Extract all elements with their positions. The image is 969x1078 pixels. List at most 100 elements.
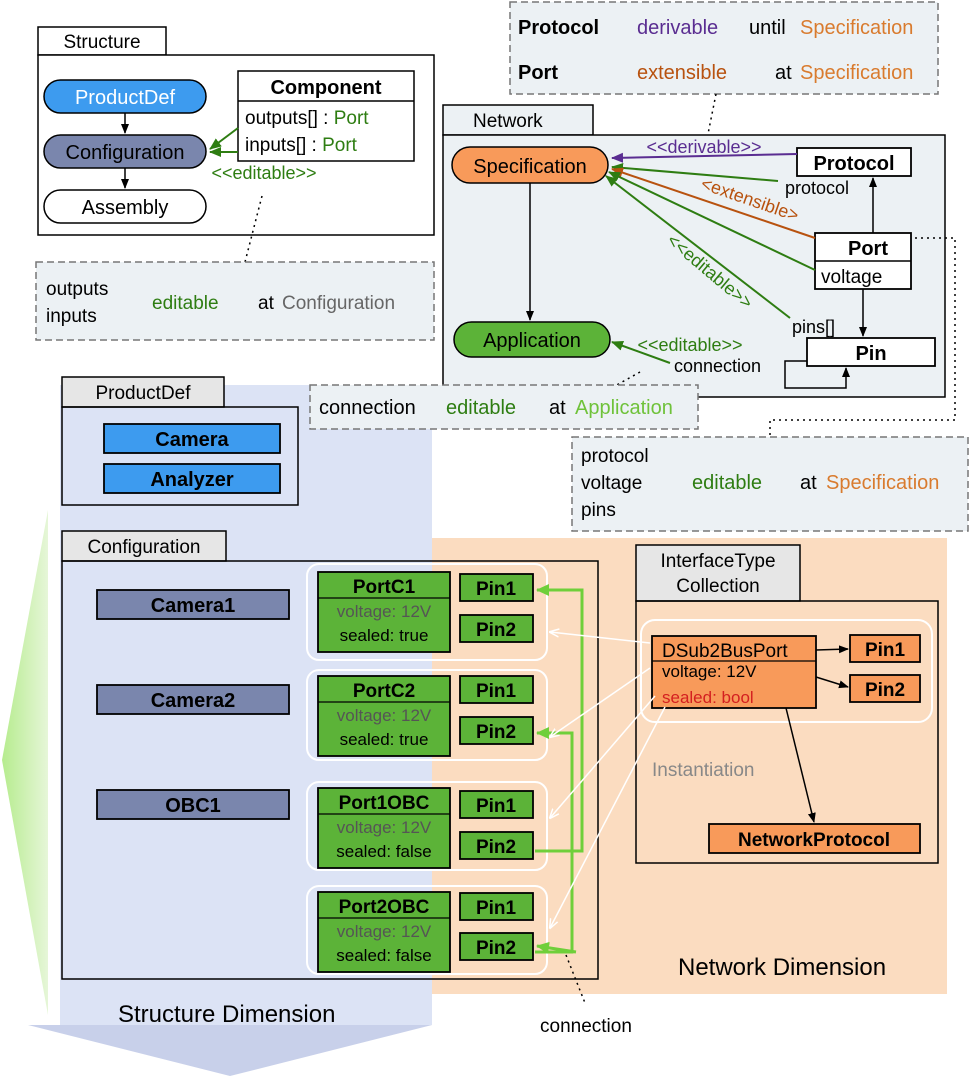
port-note-level: Specification (800, 62, 913, 84)
connection-note: connection editable at Application (309, 384, 699, 430)
port-instance-sealed: sealed: false (336, 946, 431, 965)
connection-note-name: connection (319, 397, 416, 419)
pin2-instance[interactable] (459, 614, 534, 643)
port-group: Port2OBC voltage: 12V sealed: false Pin1… (306, 885, 548, 975)
camera2-device[interactable] (96, 684, 290, 715)
pin2-instance[interactable] (459, 932, 534, 961)
component-inputs-label: inputs[] : (245, 135, 322, 156)
port-group: PortC1 voltage: 12V sealed: true Pin1 Pi… (306, 563, 548, 661)
structure-note-keyword: editable (152, 293, 219, 314)
network-dimension-label: Network Dimension (678, 954, 886, 981)
pin-connection-self-arrow (784, 360, 850, 389)
pin-class-title: Pin (855, 343, 886, 365)
left-green-arrow (2, 510, 48, 1015)
connection-editable-label: <<editable>> (637, 335, 742, 355)
configuration-node-label: Configuration (66, 142, 185, 164)
pin2-instance[interactable] (459, 831, 534, 860)
pins-editable-arrow (605, 175, 791, 319)
port-group-outline (306, 563, 548, 661)
pin1-instance[interactable] (459, 675, 534, 704)
configuration-tab[interactable] (61, 530, 227, 562)
port-group: Port1OBC voltage: 12V sealed: false Pin1… (306, 781, 548, 871)
component-outputs-label: outputs[] : (245, 108, 334, 129)
pin2-instance-label: Pin2 (476, 722, 516, 743)
obc1-device[interactable] (96, 789, 290, 820)
application-node[interactable] (453, 321, 611, 358)
assembly-node-label: Assembly (82, 197, 169, 219)
port-extensible-arrow (611, 167, 816, 239)
protocol-class[interactable] (796, 147, 912, 177)
productdef-panel: ProductDef Camera Analyzer (61, 376, 299, 506)
derivable-label: <<derivable>> (646, 137, 761, 157)
interface-pin1-label: Pin1 (865, 640, 906, 661)
interface-pin2[interactable] (849, 674, 921, 703)
camera1-device-label: Camera1 (151, 595, 236, 617)
port-instance-sealed: sealed: true (340, 730, 429, 749)
instantiation-arrows (550, 632, 666, 928)
port-instance-sealed: sealed: true (340, 626, 429, 645)
port-attributes-note: protocol voltage pins editable at Specif… (571, 436, 969, 532)
interface-pin1[interactable] (849, 634, 921, 663)
pin1-instance[interactable] (459, 892, 534, 921)
interface-collection-tab[interactable] (635, 544, 801, 602)
port-note-line2: voltage (581, 473, 642, 494)
analyzer-item-label: Analyzer (150, 469, 234, 491)
port-instance-voltage: voltage: 12V (337, 602, 432, 621)
interface-port-group-outline (640, 619, 933, 723)
interface-collection-frame (635, 600, 939, 864)
protocol-port-note-box (509, 1, 939, 95)
instantiation-arrow (550, 667, 651, 737)
structure-tab-label: Structure (63, 32, 140, 53)
port-instance-voltage: voltage: 12V (337, 706, 432, 725)
port-instance[interactable] (317, 787, 451, 869)
pin2-instance[interactable] (459, 716, 534, 745)
connection-role-label: connection (674, 356, 761, 376)
interface-pin2-label: Pin2 (865, 680, 905, 701)
interface-collection-tab-line1: InterfaceType (660, 551, 775, 572)
structure-note-line2: inputs (46, 306, 97, 327)
component-outputs-type: Port (334, 108, 370, 129)
port-instance[interactable] (317, 675, 451, 757)
interface-collection-tab-line2: Collection (676, 576, 759, 597)
protocol-class-title: Protocol (813, 153, 894, 175)
port-group-outline (306, 669, 548, 761)
port-note-connector (769, 237, 956, 437)
obc1-device-label: OBC1 (165, 795, 221, 817)
productdef-tab-label: ProductDef (95, 383, 191, 404)
port-class-title: Port (848, 238, 888, 260)
port-note-line3: pins (581, 500, 616, 521)
port-note-name: Port (518, 62, 558, 84)
protocol-note-connector (707, 93, 717, 135)
port-to-pin1-arrow (815, 645, 849, 654)
port-group-outline (306, 781, 548, 871)
camera1-device[interactable] (96, 589, 290, 620)
network-protocol-type[interactable] (708, 823, 921, 854)
port-instance[interactable] (317, 891, 451, 973)
outputs-editable-arrow (209, 127, 239, 150)
analyzer-item[interactable] (103, 463, 281, 494)
port-instance-voltage: voltage: 12V (337, 818, 432, 837)
pin1-instance-label: Pin1 (476, 898, 517, 919)
interface-collection-panel: InterfaceType Collection DSub2BusPort vo… (635, 544, 939, 864)
port-note-keyword: extensible (637, 62, 727, 84)
port-to-pin2-arrow (815, 676, 849, 689)
connection-note-level: Application (575, 397, 673, 419)
port-instance-name: PortC2 (353, 681, 415, 702)
protocol-derivable-arrow (611, 152, 798, 163)
pin1-instance[interactable] (459, 790, 534, 819)
dsub2busport-type[interactable] (651, 635, 817, 709)
port-instance[interactable] (317, 571, 451, 653)
structure-panel: Structure ProductDef Configuration Assem… (37, 26, 435, 236)
component-class[interactable] (237, 70, 415, 162)
port-attributes-note-box (571, 436, 969, 532)
pin1-instance[interactable] (459, 573, 534, 602)
pin-class[interactable] (806, 337, 936, 367)
configuration-panel: Configuration Camera1 Camera2 OBC1 PortC… (61, 530, 599, 980)
dsub2busport-sealed: sealed: bool (662, 688, 754, 707)
component-inputs-attr: inputs[] : Port (245, 135, 358, 156)
network-tab-label: Network (473, 111, 543, 132)
assembly-node[interactable] (43, 189, 207, 224)
camera-item[interactable] (103, 423, 281, 454)
structure-note-level: Configuration (282, 293, 395, 314)
instantiation-arrow (550, 695, 656, 818)
